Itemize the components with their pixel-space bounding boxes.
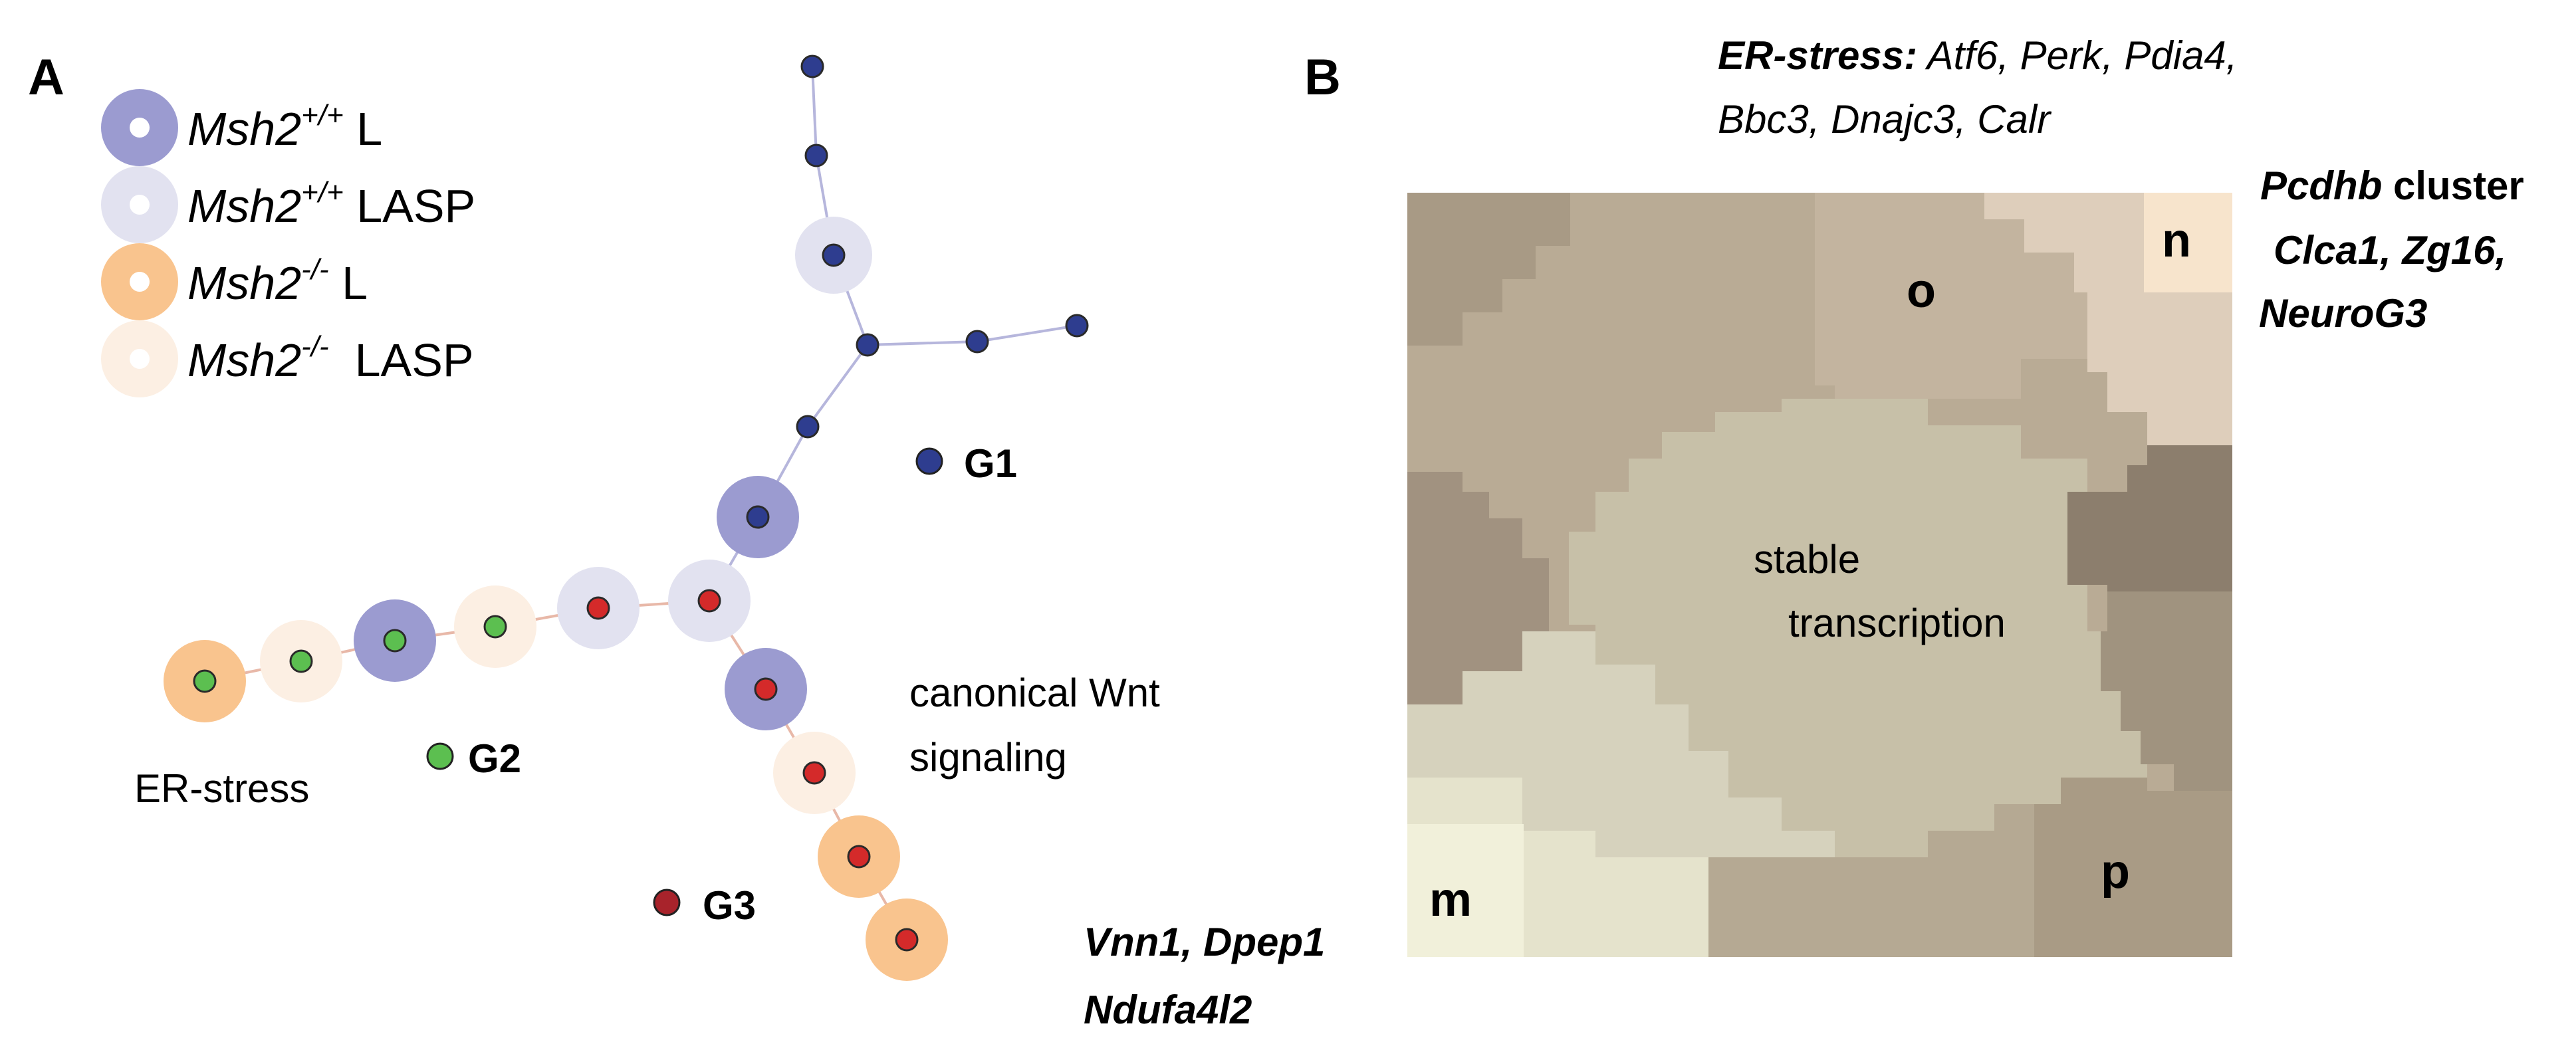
group-marker-g2: G2 [426,736,521,781]
annotation-wnt-line1: canonical Wnt [909,671,1160,715]
legend-label-wt-lasp: Msh2+/+ LASP [187,176,475,232]
tree-nodes [193,54,1089,952]
pcdhb-line2: Clca1, Zg16, [2274,228,2506,272]
map-region-topleft [1407,193,1570,346]
node-g1 [796,415,820,439]
g1-label: G1 [964,441,1017,486]
node-g1 [856,333,879,357]
annotation-genes-line2: Ndufa4l2 [1084,988,1252,1032]
legend-label-ko-l: Msh2-/- L [187,253,368,309]
node-g1 [1065,314,1089,338]
node-g3 [586,596,610,620]
sample-halos [164,217,948,981]
map-region-m [1407,824,1524,957]
node-g3 [754,677,778,701]
legend-swatch-center [130,272,150,292]
legend-swatch-center [130,195,150,215]
node-g3 [895,928,919,952]
node-g1 [965,330,989,354]
map-center-line1: stable [1754,537,1860,582]
legend-item-wt-l: Msh2+/+ L [101,89,382,166]
node-g1 [746,505,770,529]
map-label-p: p [2101,845,2130,899]
map-region-n [2144,193,2232,292]
g2-label: G2 [468,736,521,781]
node-g1 [800,54,824,78]
map-region-o [1815,193,2087,425]
node-g2 [383,629,407,653]
legend-swatch-center [130,118,150,138]
map-region-bottom-mid [1708,804,2034,957]
g2-dot [426,742,454,770]
map-region-right-mid [2101,591,2232,791]
node-g3 [697,589,721,613]
node-g3 [847,845,871,869]
annotation-wnt-line2: signaling [909,735,1067,780]
map-region-left-dark [1407,472,1549,704]
panel-a-label: A [28,49,64,106]
node-g2 [483,615,507,639]
g3-label: G3 [703,883,756,928]
legend-item-ko-l: Msh2-/- L [101,243,368,320]
er-stress-gene-line1: ER-stress: Atf6, Perk, Pdia4, [1718,33,2237,78]
map-label-m: m [1429,873,1472,926]
panel-a: A Msh2+/+ L Msh2+/+ LASP [28,49,1325,1032]
map-label-n: n [2162,214,2191,267]
map-center-line2: transcription [1788,601,2006,645]
group-marker-g1: G1 [915,441,1017,486]
pcdhb-line3: NeuroG3 [2259,291,2427,336]
map-region-p [2034,778,2232,957]
map-label-o: o [1907,264,1936,318]
pcdhb-line1: Pcdhb cluster [2260,163,2524,208]
panel-b: B ER-stress: Atf6, Perk, Pdia4, Bbc3, Dn… [1304,33,2524,957]
node-g1 [822,243,846,267]
er-stress-gene-line2: Bbc3, Dnajc3, Calr [1718,97,2051,142]
panel-b-label: B [1304,49,1341,106]
annotation-er-stress: ER-stress [134,766,309,811]
g3-dot [653,889,681,916]
group-marker-g3: G3 [653,883,756,928]
legend-swatch-center [130,349,150,369]
legend-item-ko-lasp: Msh2-/- LASP [101,320,474,397]
node-g1 [804,144,828,167]
node-g2 [193,669,217,693]
map-region-right-dark [2067,445,2232,625]
annotation-genes-line1: Vnn1, Dpep1 [1084,920,1325,964]
legend-label-ko-lasp: Msh2-/- LASP [187,330,474,386]
legend-item-wt-lasp: Msh2+/+ LASP [101,166,475,243]
legend-label-wt-l: Msh2+/+ L [187,99,382,155]
legend: Msh2+/+ L Msh2+/+ LASP Msh2-/- L [101,89,475,397]
map-region-center [1569,399,2147,857]
som-map: o n m p stable transcription [1407,193,2232,957]
g1-dot [915,447,943,475]
node-g2 [289,649,313,673]
node-g3 [802,761,826,785]
